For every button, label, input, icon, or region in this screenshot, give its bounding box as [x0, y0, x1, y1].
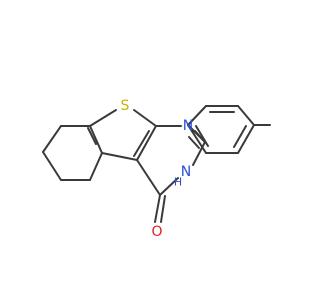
bond-c4-o-double — [160, 195, 166, 223]
bond-ar4-ar5-double — [233, 125, 247, 148]
bond-n1-c2-double — [188, 136, 200, 149]
bond-ar4-ar5 — [237, 124, 255, 154]
bond-c9a-c4a — [136, 125, 157, 161]
bond-c7-c6 — [42, 151, 62, 181]
atom-labels: S N N H O — [121, 98, 194, 240]
bond-c4-o — [154, 194, 161, 223]
bond-s-c9a — [133, 109, 157, 127]
bond-ar6-ar1 — [187, 124, 207, 154]
atom-label-n3: N — [181, 164, 191, 180]
bond-c4b-c8a-double — [87, 127, 97, 145]
bond-ar3-ar4 — [237, 105, 255, 126]
bond-c8-c7 — [42, 125, 62, 153]
atom-label-h3: H — [174, 176, 182, 189]
bond-n3-c4 — [159, 177, 179, 196]
bond-c4b-c4a — [101, 152, 138, 161]
atom-label-s: S — [121, 98, 130, 114]
bond-c8a-s — [89, 109, 117, 127]
atom-label-n1: N — [183, 118, 193, 134]
bonds — [42, 105, 271, 223]
bond-c9a-c4a-double — [133, 130, 150, 157]
atom-label-o: O — [151, 224, 162, 240]
bond-ar6-ar1-double — [195, 125, 209, 147]
bond-ar1-ar2 — [187, 105, 207, 126]
chemical-structure: S N N H O — [42, 98, 271, 240]
bond-c4-c4a — [136, 159, 161, 196]
bond-c2-n3 — [192, 141, 206, 166]
bond-c4b-c8a — [89, 125, 103, 154]
bond-c4b-c5 — [89, 152, 103, 181]
